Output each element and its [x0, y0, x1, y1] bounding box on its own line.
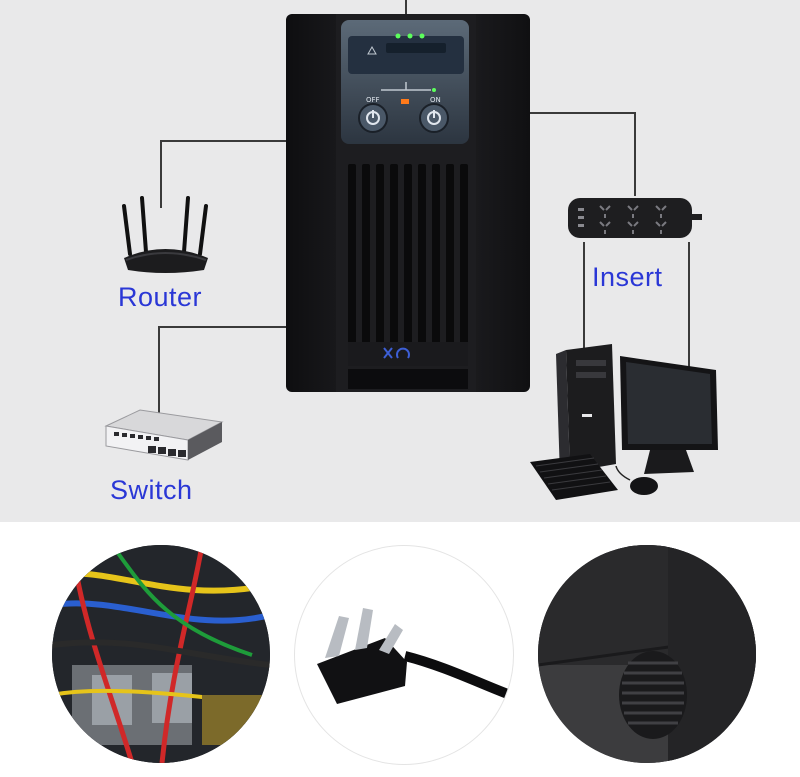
wire-pc-right — [688, 242, 690, 367]
switch-label: Switch — [110, 475, 193, 505]
router-label: Router — [118, 282, 203, 312]
power-strip-icon — [568, 198, 702, 238]
network-switch-icon — [104, 409, 224, 461]
wire-switch-h — [158, 326, 290, 328]
internal-wiring-illustration — [52, 545, 270, 763]
wire-switch-v — [158, 326, 160, 418]
ups-vent-closeup — [538, 545, 756, 763]
internal-wiring-photo — [52, 545, 270, 763]
vent-closeup-illustration — [538, 545, 756, 763]
wire-insert-h — [526, 112, 636, 114]
wire-pc-left — [583, 242, 585, 350]
ups-off-label: OFF — [366, 96, 380, 104]
wire-router-h — [160, 140, 290, 142]
router-icon — [122, 196, 208, 273]
wire-top — [405, 0, 407, 18]
wire-insert-v — [634, 112, 636, 196]
ups-unit: OFF ON — [286, 14, 530, 392]
insert-label: Insert — [592, 262, 663, 292]
power-plug-photo — [294, 545, 514, 765]
desktop-computer-icon — [530, 344, 718, 500]
ups-on-label: ON — [430, 96, 441, 104]
power-plug-icon — [317, 608, 513, 704]
wire-router-v — [160, 140, 162, 208]
